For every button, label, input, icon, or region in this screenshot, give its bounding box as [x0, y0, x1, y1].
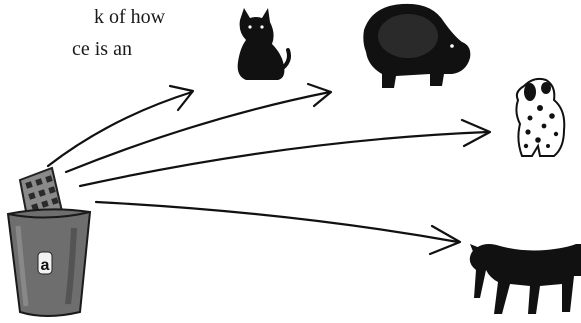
caption-line-1: k of how [94, 6, 166, 28]
arrow-to-dalmatian [78, 118, 492, 188]
cat-icon [237, 8, 291, 80]
arrow-to-hippo [64, 82, 333, 174]
hippo-icon [363, 3, 471, 88]
caption-line-2: ce is an [72, 38, 132, 60]
caption-text: k of how ce is an [0, 0, 240, 60]
remote-in-cup-icon: a [6, 166, 92, 317]
black-dog-icon [469, 244, 581, 314]
arrow-to-black-dog [94, 200, 462, 256]
arrow-to-cat [46, 84, 195, 168]
cup-icon: a [6, 208, 92, 317]
cup-label: a [41, 257, 50, 274]
dalmatian-dog-icon [515, 77, 566, 157]
